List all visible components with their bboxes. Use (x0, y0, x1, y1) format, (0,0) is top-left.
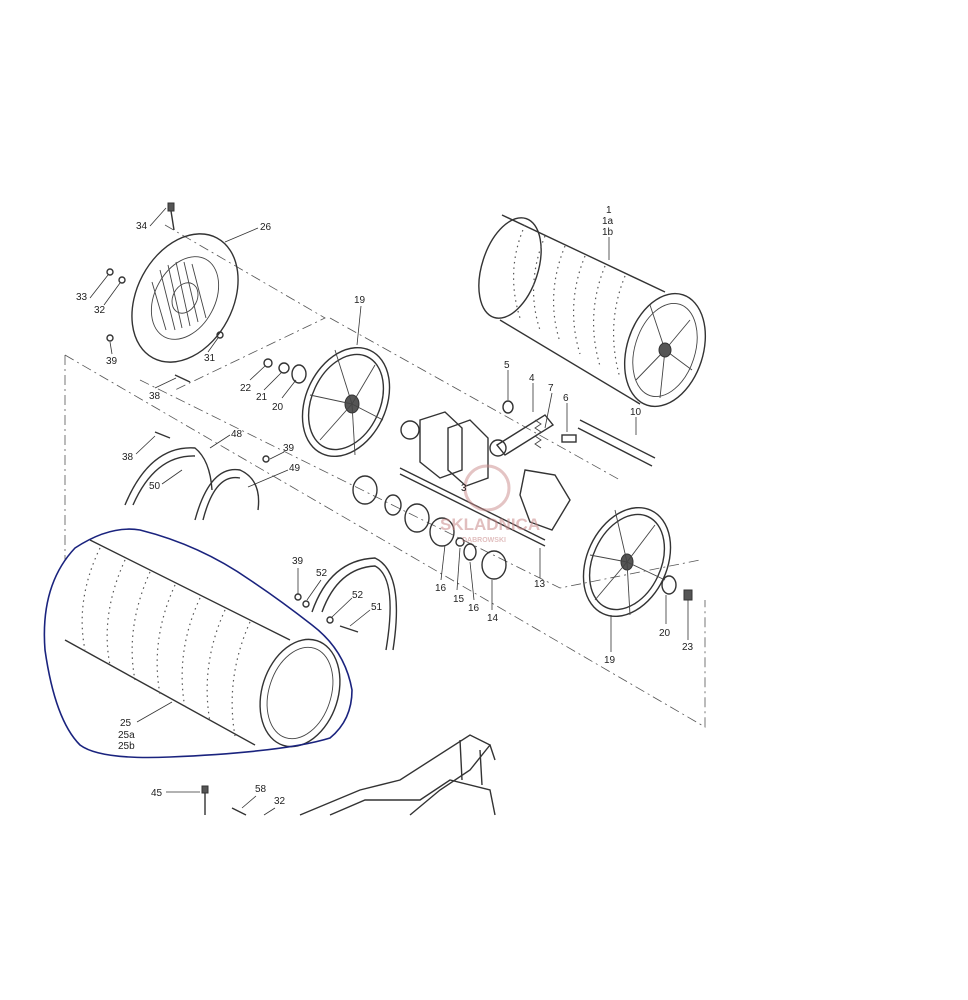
machine-frame (201, 734, 496, 816)
label-26: 26 (260, 222, 272, 233)
label-58: 58 (255, 784, 267, 795)
watermark-brand: SKLADNICA (440, 515, 540, 534)
label-51: 51 (371, 602, 383, 613)
label-3: 3 (461, 483, 467, 494)
label-45: 45 (151, 788, 163, 799)
label-1a: 1a (602, 216, 614, 227)
label-15: 15 (453, 594, 465, 605)
bearing-set (352, 475, 507, 580)
label-4: 4 (529, 373, 535, 384)
label-31: 31 (204, 353, 216, 364)
leader-lines (89, 207, 689, 816)
label-10: 10 (630, 407, 642, 418)
assembly-center-lines (64, 224, 706, 728)
label-13: 13 (534, 579, 546, 590)
label-34: 34 (136, 221, 148, 232)
label-14: 14 (487, 613, 499, 624)
label-6: 6 (563, 393, 569, 404)
label-16-second: 16 (468, 603, 480, 614)
label-25b: 25b (118, 741, 135, 752)
watermark-sub: DĄBROWSKI (462, 537, 506, 544)
label-7: 7 (548, 383, 554, 394)
label-32-lower: 32 (274, 796, 286, 807)
label-22: 22 (240, 383, 252, 394)
label-38: 38 (149, 391, 161, 402)
label-20-right: 20 (659, 628, 671, 639)
label-50: 50 (149, 481, 161, 492)
pulley-wheel-right (582, 506, 693, 618)
label-1b: 1b (602, 227, 614, 238)
label-52-second: 52 (352, 590, 364, 601)
arc-brackets (124, 447, 398, 651)
fan-cover-plate (131, 233, 239, 363)
label-39-lower: 39 (292, 556, 304, 567)
label-25: 25 (120, 718, 132, 729)
label-39: 39 (106, 356, 118, 367)
label-23: 23 (682, 642, 694, 653)
label-19: 19 (354, 295, 366, 306)
label-16: 16 (435, 583, 447, 594)
label-20: 20 (272, 402, 284, 413)
pulley-wheel-left (301, 346, 391, 458)
drum-upper (478, 214, 707, 408)
label-5: 5 (504, 360, 510, 371)
label-48: 48 (231, 429, 243, 440)
label-39-middle: 39 (283, 443, 295, 454)
hardware-bolts (106, 202, 359, 633)
label-25a: 25a (118, 730, 135, 741)
label-49: 49 (289, 463, 301, 474)
label-38-lower: 38 (122, 452, 134, 463)
label-32: 32 (94, 305, 106, 316)
watermark: SKLADNICA DĄBROWSKI (440, 464, 540, 544)
highlight-outline (43, 528, 353, 759)
label-33: 33 (76, 292, 88, 303)
label-21: 21 (256, 392, 268, 403)
label-1: 1 (606, 205, 612, 216)
label-19-right: 19 (604, 655, 616, 666)
shaft-assembly (399, 400, 656, 547)
label-52: 52 (316, 568, 328, 579)
drum-lower-highlighted (43, 528, 353, 759)
part-labels: 34 26 33 32 39 31 38 22 21 20 19 1 1a 1b… (76, 205, 694, 807)
